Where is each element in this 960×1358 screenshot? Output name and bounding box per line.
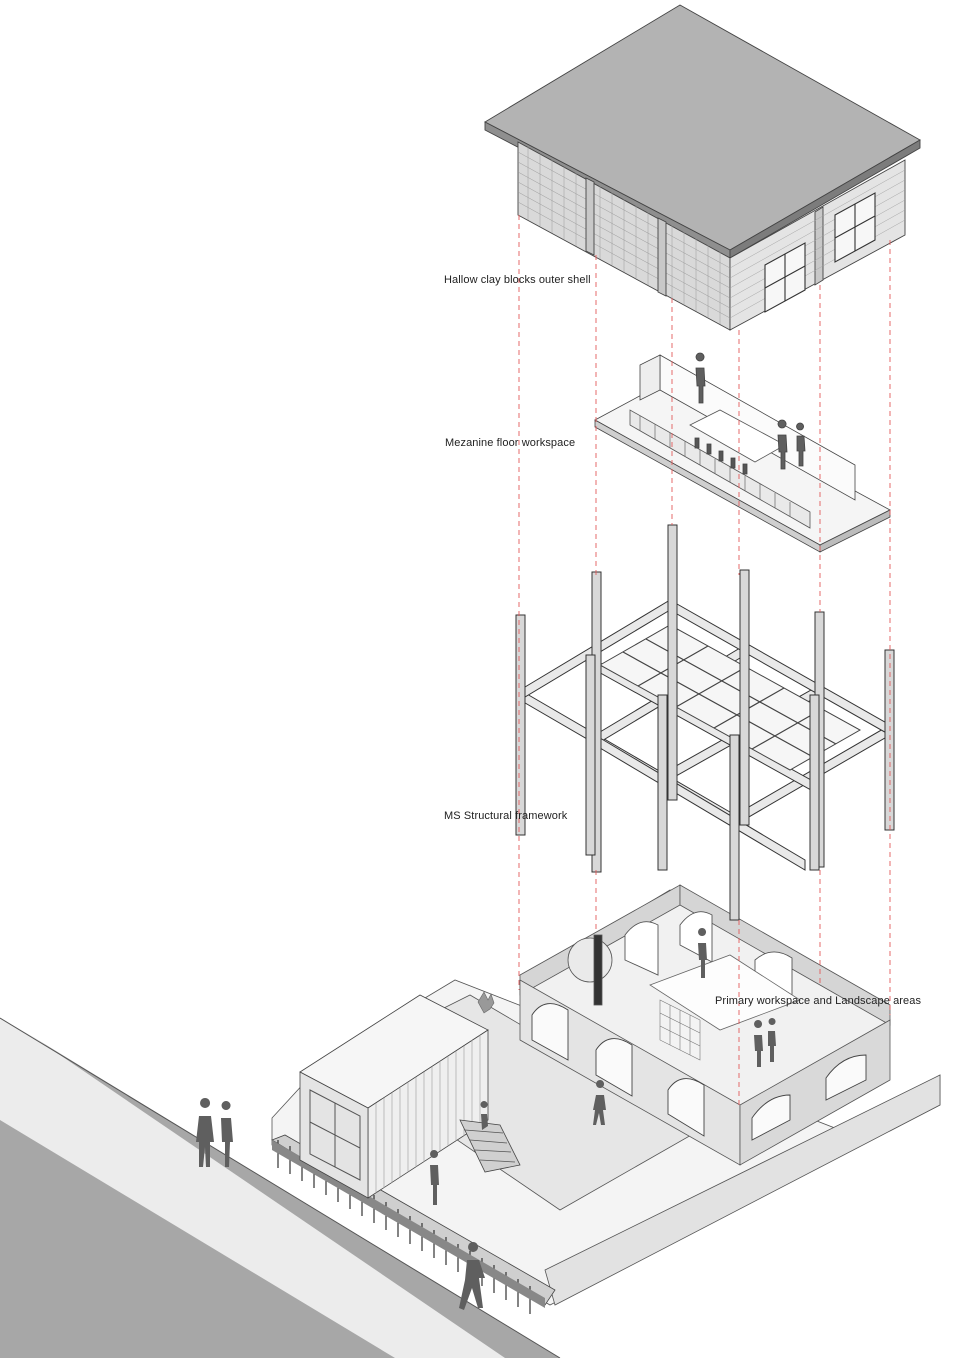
shipping-container [299,994,521,1199]
person-5 [593,1080,606,1125]
structural-framework [515,524,895,921]
person-4 [430,1150,439,1205]
columns [515,524,895,921]
mezzanine-railing [629,409,811,529]
column-5 [657,694,668,871]
column-6 [739,569,750,826]
chairs [694,437,748,475]
person-8 [768,1018,776,1062]
person-9 [480,1101,488,1130]
street [0,1017,561,1358]
arch-window-4 [751,1094,791,1141]
roof-edge-right [729,139,921,259]
container-stair-treads [464,1129,516,1163]
chair-1 [694,437,700,449]
tree-foliage [477,991,495,1014]
block-hatch-right [729,169,906,319]
arch-window-back-3 [754,951,793,996]
column-7 [729,734,740,921]
chair-4 [730,457,736,469]
person-1 [196,1098,214,1167]
window-1-mullions [764,254,806,301]
mezz-person-2 [777,419,788,470]
people [196,928,776,1310]
arch-window-3 [667,1078,705,1137]
arch-window-5 [825,1054,867,1101]
stair-core [593,934,603,1006]
label-outer-shell: Hallow clay blocks outer shell [444,274,591,286]
arch-window-back-1 [624,921,659,976]
shell-windows [764,192,876,313]
window-2-mullions [834,204,876,251]
column-9 [809,694,820,871]
shell-pilasters [585,177,824,297]
mezzanine-side-wall [639,354,661,401]
person-6 [698,928,707,978]
spiral-stair [567,937,613,983]
label-mezzanine: Mezanine floor workspace [445,437,576,449]
column-10 [884,649,895,831]
mezz-person-1 [695,352,706,404]
arch-window-2 [595,1038,633,1097]
railing-balusters [639,416,791,517]
label-framework: MS Structural framework [444,810,568,822]
mezzanine-grid [598,624,862,771]
container-ribs [375,1035,481,1193]
label-ground: Primary workspace and Landscape areas [715,995,922,1007]
sidewalk [0,1018,505,1358]
column-1 [515,614,526,836]
chair-5 [742,463,748,475]
block-hatch-left [517,147,731,324]
mezzanine-floor [594,352,891,553]
tree [477,991,495,1014]
wall-front-right [739,1019,891,1166]
person-3 [459,1242,485,1310]
pilaster-3 [814,206,824,286]
person-2 [221,1101,233,1167]
chair-2 [706,443,712,455]
mezz-person-3 [796,422,806,467]
pilaster-2 [657,217,667,297]
outer-shell [484,4,921,331]
alignment-guides [518,215,891,1105]
column-3 [667,524,678,801]
person-7 [754,1020,763,1067]
chair-3 [718,450,724,462]
arch-window-1 [531,1003,569,1061]
shelving-grid [659,999,701,1061]
mezzanine-people [695,352,806,470]
container-window [309,1089,361,1181]
column-4 [585,654,596,856]
pilaster-1 [585,177,595,256]
arched-windows-front [531,1003,867,1141]
